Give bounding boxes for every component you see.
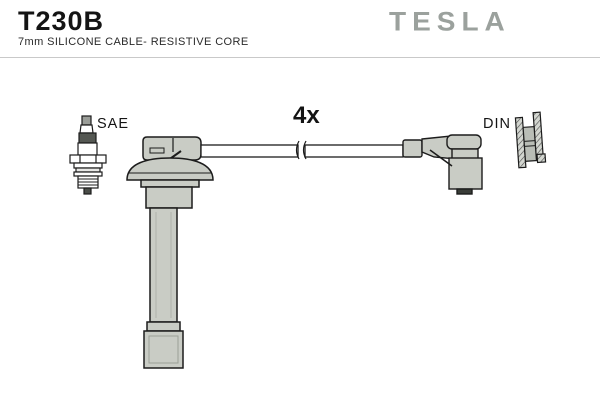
quantity-label: 4x	[293, 102, 320, 129]
tesla-logo: TESLA	[389, 6, 511, 37]
din-connector-drawing	[402, 134, 483, 195]
spark-plug-drawing	[69, 115, 107, 195]
cable-spec-subtitle: 7mm SILICONE CABLE- RESISTIVE CORE	[18, 36, 249, 48]
ignition-cable-drawing	[200, 140, 404, 160]
part-number: T230B	[18, 6, 105, 36]
header-divider	[0, 57, 600, 58]
din-label: DIN	[483, 116, 511, 132]
sae-label: SAE	[97, 116, 129, 132]
coil-boot-drawing	[126, 136, 214, 369]
din-terminal-cutaway-drawing	[514, 111, 547, 169]
